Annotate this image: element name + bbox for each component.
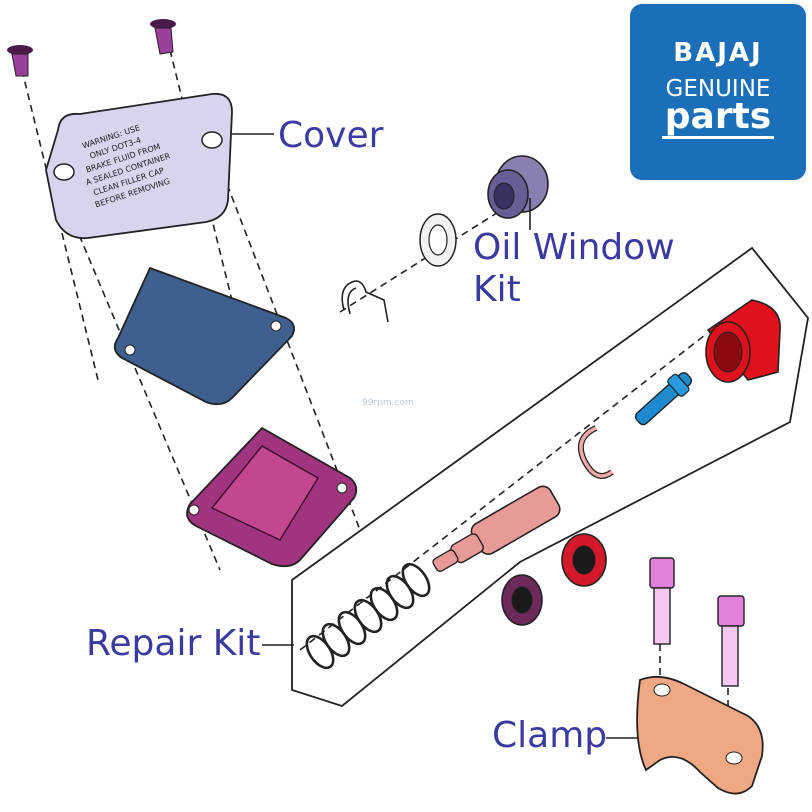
cover-plate	[113, 266, 295, 406]
clamp-bolt-right	[717, 595, 745, 687]
label-repair-kit: Repair Kit	[86, 623, 261, 664]
label-leaders	[232, 133, 638, 739]
handlebar-clamp	[636, 675, 764, 795]
piston-seal	[561, 533, 607, 587]
diaphragm	[186, 426, 358, 568]
repair-kit-outline	[291, 246, 809, 708]
primary-cup-seal	[501, 574, 543, 626]
clamp-bolt-left	[649, 557, 675, 645]
return-spring	[305, 562, 431, 670]
piston	[432, 485, 561, 573]
label-oil-window-kit-line2: Kit	[473, 269, 521, 310]
reservoir-cover: WARNING: USE ONLY DOT3-4 BRAKE FLUID FRO…	[45, 92, 233, 240]
cover-screw-left	[7, 45, 33, 77]
label-oil-window-kit-line1: Oil Window	[473, 227, 675, 268]
brand-logo: BAJAJ GENUINE parts	[630, 4, 806, 180]
retaining-clip	[341, 280, 389, 323]
push-rod	[634, 372, 693, 426]
brand-tagline: GENUINE	[665, 76, 771, 102]
brand-name: BAJAJ	[673, 38, 763, 68]
brand-parts: parts	[664, 96, 772, 137]
cover-screw-right	[150, 19, 176, 55]
brand-underline	[662, 136, 774, 139]
watermark: 99rpm.com	[362, 398, 414, 408]
label-cover: Cover	[278, 115, 384, 156]
label-clamp: Clamp	[492, 715, 608, 756]
oil-window-grommet	[487, 155, 549, 219]
dust-boot	[705, 299, 781, 383]
